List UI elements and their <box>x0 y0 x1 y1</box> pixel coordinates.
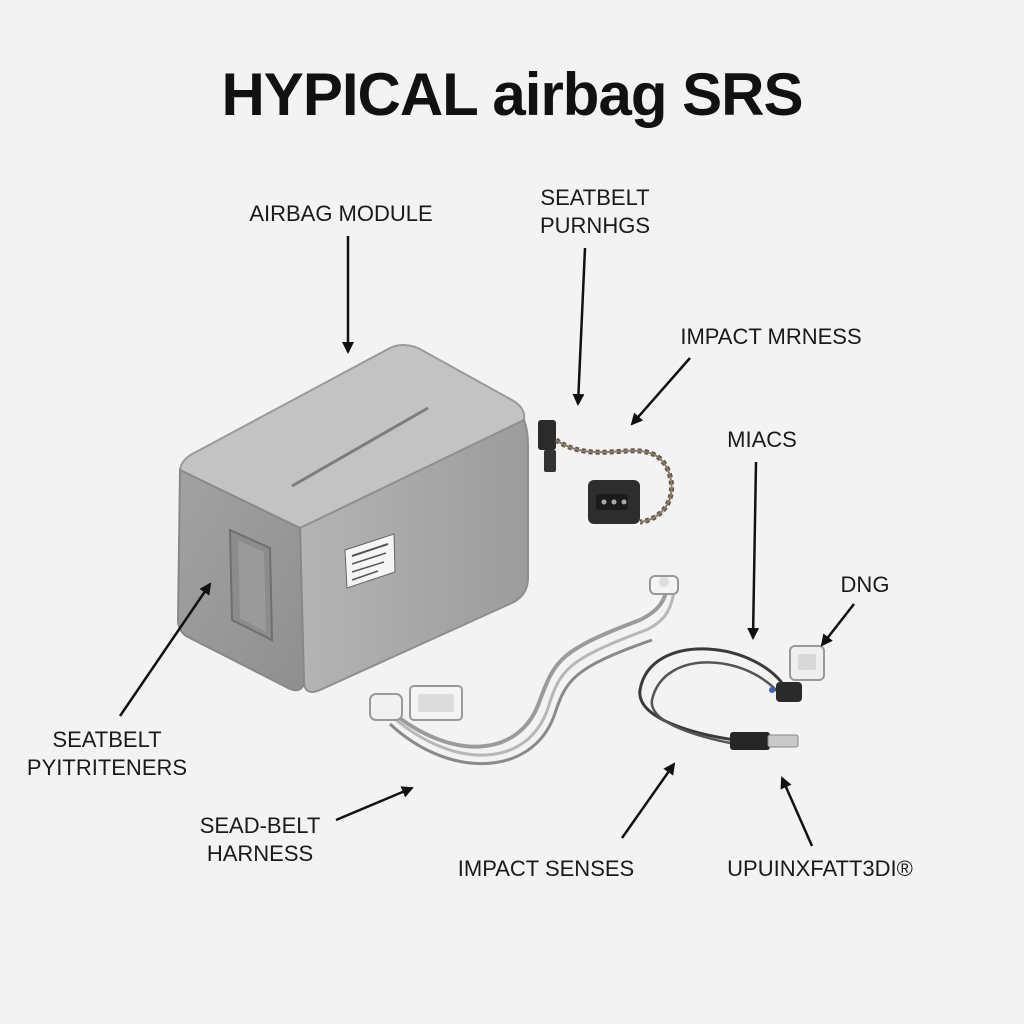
callout-arrows <box>118 236 855 847</box>
seat-belt-harness <box>369 575 679 765</box>
label-text: DNG <box>840 572 890 597</box>
arrow-seatbelt-purnings <box>572 247 587 406</box>
label-line: PYITRITENERS <box>26 755 188 780</box>
label-miacs: MIACS <box>712 426 812 454</box>
label-text: MIACS <box>727 427 797 452</box>
arrow-upuinxfattdi <box>780 776 814 847</box>
label-text: IMPACT MRNESS <box>680 324 862 349</box>
label-seatbelt-purnings: SEATBELT PURNHGS <box>510 184 680 240</box>
label-sead-belt-harness: SEAD-BELT HARNESS <box>180 812 340 868</box>
impact-harness-sensor <box>538 420 675 525</box>
diagram-title: HYPICAL airbag SRS <box>221 61 803 128</box>
arrow-miacs <box>747 461 760 640</box>
arrow-impact-mrness <box>630 357 691 426</box>
label-seatbelt-pyitriteners: SEATBELT PYITRITENERS <box>12 726 202 782</box>
label-impact-senses: IMPACT SENSES <box>430 855 662 883</box>
arrow-dng <box>820 603 855 647</box>
label-line: SEATBELT <box>540 185 650 210</box>
label-dng: DNG <box>830 571 900 599</box>
arrow-impact-senses <box>620 762 676 839</box>
label-text: AIRBAG MODULE <box>249 201 433 226</box>
label-text: UPUINXFATT3DI® <box>727 856 913 881</box>
label-text: IMPACT SENSES <box>457 856 635 881</box>
label-line: HARNESS <box>206 841 314 866</box>
airbag-module <box>176 344 529 693</box>
label-line: SEAD-BELT <box>199 813 321 838</box>
arrow-sead-belt-harness <box>335 786 414 822</box>
impact-sensor-cable <box>638 645 825 750</box>
label-impact-mrness: IMPACT MRNESS <box>660 323 882 351</box>
label-airbag-module: AIRBAG MODULE <box>228 200 454 228</box>
label-upuinxfattdi: UPUINXFATT3DI® <box>700 855 940 883</box>
arrow-seatbelt-pyitriteners <box>118 582 212 717</box>
label-line: PURNHGS <box>539 213 650 238</box>
label-line: SEATBELT <box>52 727 162 752</box>
